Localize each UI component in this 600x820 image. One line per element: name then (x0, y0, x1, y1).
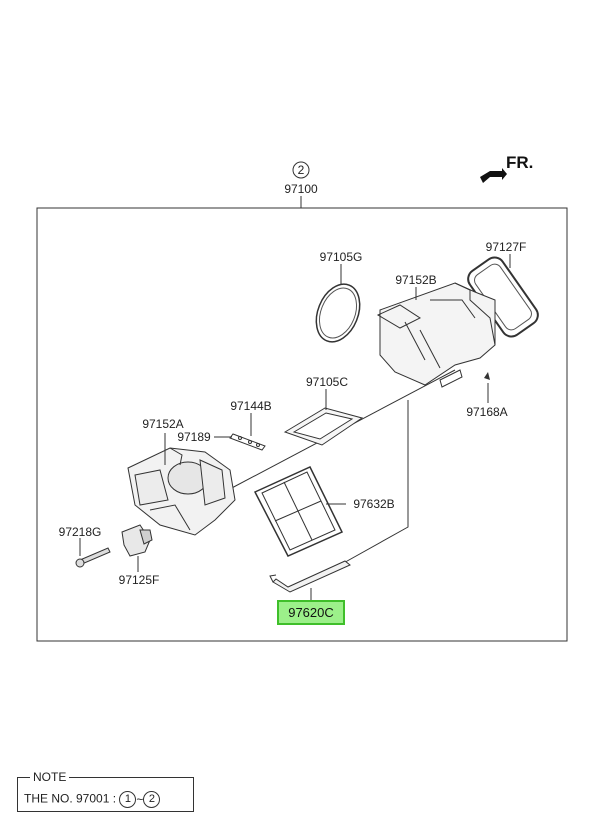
duct-tab (439, 369, 463, 388)
duct-rib-3 (430, 299, 476, 319)
label-97144B[interactable]: 97144B (230, 399, 271, 413)
assembly-circle-number: 2 (298, 163, 305, 177)
label-97152B[interactable]: 97152B (395, 273, 436, 287)
housing-detail-4 (169, 447, 183, 466)
front-indicator: FR. (480, 153, 533, 183)
duct-body (379, 282, 496, 386)
housing-detail-2 (199, 459, 226, 506)
label-97105C[interactable]: 97105C (306, 375, 348, 389)
cable-rod (272, 560, 351, 593)
clip-shape (484, 372, 490, 380)
cable-hook (269, 574, 277, 583)
note-box (17, 777, 194, 812)
label-97125F[interactable]: 97125F (119, 573, 160, 587)
cable-leader-line (339, 400, 409, 566)
part-97125F-actuator[interactable] (121, 524, 153, 557)
note-title: NOTE (30, 771, 70, 783)
highlighted-part-97620C[interactable]: 97620C (277, 600, 345, 625)
duct-rib-2 (404, 321, 426, 361)
label-97218G[interactable]: 97218G (59, 525, 102, 539)
part-97152B-duct[interactable] (376, 282, 496, 388)
part-97632B-filter[interactable] (253, 466, 344, 557)
screw-head (75, 558, 85, 568)
label-97168A[interactable]: 97168A (466, 405, 507, 419)
bracket-hole-3 (256, 443, 260, 447)
note-circle-from: 1 (119, 791, 137, 808)
duct-flange (376, 304, 422, 329)
front-label: FR. (506, 153, 533, 172)
filter-frame-inner (261, 471, 336, 551)
duct-rib-1 (419, 329, 441, 369)
label-97189[interactable]: 97189 (177, 430, 211, 444)
actuator-connector (139, 529, 153, 545)
assembly-header: 2 97100 (284, 161, 318, 208)
filter-grid-h (274, 500, 322, 522)
housing-detail-3 (149, 504, 191, 531)
bracket-strip (229, 433, 266, 451)
part-97168A-clip[interactable] (484, 372, 490, 380)
gasket-ring-outer (315, 283, 361, 343)
label-97152A[interactable]: 97152A (142, 417, 183, 431)
duct-lip (454, 282, 496, 346)
diagram-frame (36, 207, 568, 642)
part-97144B-bracket[interactable] (229, 433, 266, 451)
assembly-circle (292, 161, 310, 179)
label-97105G[interactable]: 97105G (320, 250, 363, 264)
part-97620C-cable[interactable] (269, 560, 351, 593)
part-97105C-cover[interactable] (283, 407, 364, 446)
gasket-ring-inner (318, 287, 358, 339)
part-97105G-gasket[interactable] (308, 278, 368, 349)
bracket-hole-1 (238, 436, 242, 440)
label-97632B[interactable]: 97632B (353, 497, 394, 511)
assembly-part-number[interactable]: 97100 (284, 182, 318, 196)
screw-shaft (79, 547, 111, 565)
note-text-row: THE NO. 97001 : 1~2 (24, 791, 161, 808)
note-tilde: ~ (136, 792, 144, 807)
bracket-hole-2 (248, 440, 252, 444)
label-97127F[interactable]: 97127F (486, 240, 527, 254)
cover-inner (292, 412, 354, 440)
note-text: THE NO. 97001 : (24, 791, 117, 806)
part-97218G-screw[interactable] (75, 547, 111, 568)
filter-frame (253, 466, 344, 557)
housing-detail-1 (134, 469, 169, 506)
part-97152A-housing[interactable] (127, 447, 236, 536)
front-arrow-icon (480, 168, 507, 183)
note-circle-to: 2 (143, 791, 161, 808)
highlight-box (277, 600, 345, 625)
label-97620C[interactable]: 97620C (288, 605, 334, 620)
